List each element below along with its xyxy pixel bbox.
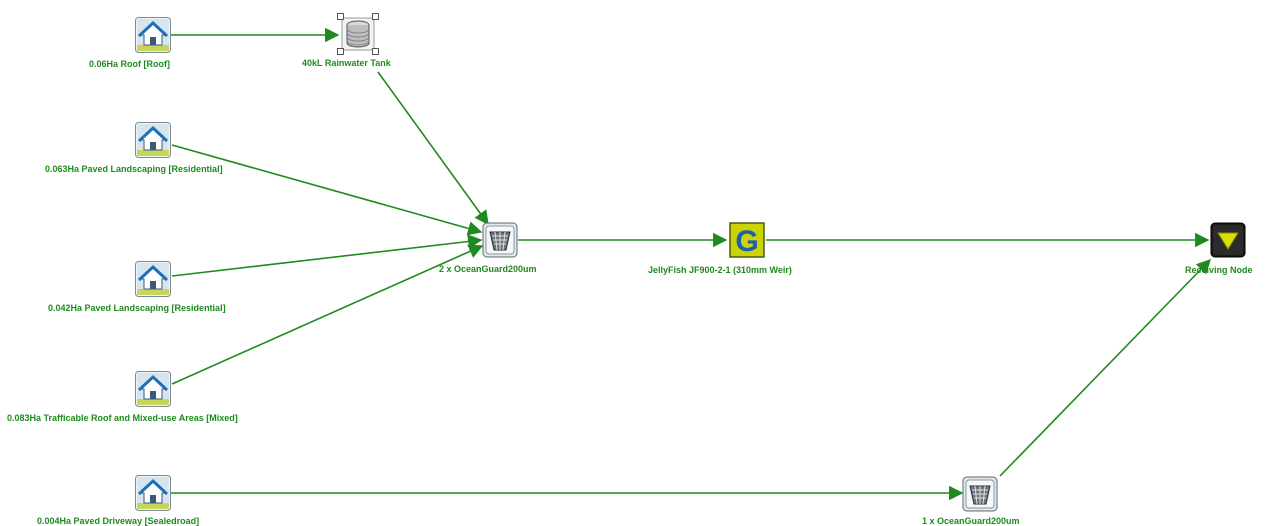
- node-oceanguard-1x[interactable]: 1 x OceanGuard200um: [922, 476, 1020, 526]
- rainwater-tank-icon[interactable]: [340, 16, 376, 52]
- generic-treatment-glyph: G: [735, 225, 758, 258]
- node-label-paved-driveway: 0.004Ha Paved Driveway [Sealedroad]: [37, 516, 200, 526]
- selection-handle-top-left[interactable]: [337, 13, 344, 20]
- node-label-receiving: Receiving Node: [1185, 265, 1253, 275]
- house-catchment-icon[interactable]: [135, 122, 171, 158]
- node-label-roof: 0.06Ha Roof [Roof]: [89, 59, 170, 69]
- node-receiving[interactable]: Receiving Node: [1185, 222, 1253, 275]
- house-catchment-icon[interactable]: [135, 475, 171, 511]
- oceanguard-pit-icon[interactable]: [962, 476, 998, 512]
- node-oceanguard-2x[interactable]: 2 x OceanGuard200um: [439, 222, 537, 274]
- node-label-jellyfish: JellyFish JF900-2-1 (310mm Weir): [648, 265, 792, 275]
- house-catchment-icon[interactable]: [135, 261, 171, 297]
- selection-handle-bottom-right[interactable]: [372, 48, 379, 55]
- node-trafficable-roof[interactable]: 0.083Ha Trafficable Roof and Mixed-use A…: [7, 371, 238, 423]
- link-paved2-to-oceanguard[interactable]: [171, 234, 483, 277]
- oceanguard-pit-icon[interactable]: [482, 222, 518, 258]
- node-paved-landscaping-1[interactable]: 0.063Ha Paved Landscaping [Residential]: [45, 122, 223, 174]
- link-oceanguard1-to-receiving[interactable]: [999, 258, 1212, 477]
- receiving-node-icon[interactable]: [1210, 222, 1246, 258]
- node-roof[interactable]: 0.06Ha Roof [Roof]: [89, 17, 171, 69]
- link-tank-to-oceanguard[interactable]: [377, 71, 489, 226]
- node-label-oceanguard-2x: 2 x OceanGuard200um: [439, 264, 537, 274]
- selection-handle-bottom-left[interactable]: [337, 48, 344, 55]
- node-paved-landscaping-2[interactable]: 0.042Ha Paved Landscaping [Residential]: [48, 261, 226, 313]
- node-label-oceanguard-1x: 1 x OceanGuard200um: [922, 516, 1020, 526]
- node-label-paved-landscaping-2: 0.042Ha Paved Landscaping [Residential]: [48, 303, 226, 313]
- node-label-paved-landscaping-1: 0.063Ha Paved Landscaping [Residential]: [45, 164, 223, 174]
- node-label-rainwater-tank: 40kL Rainwater Tank: [302, 58, 391, 68]
- house-catchment-icon[interactable]: [135, 371, 171, 407]
- node-label-trafficable-roof: 0.083Ha Trafficable Roof and Mixed-use A…: [7, 413, 238, 423]
- node-paved-driveway[interactable]: 0.004Ha Paved Driveway [Sealedroad]: [37, 475, 199, 526]
- node-rainwater-tank[interactable]: 40kL Rainwater Tank: [302, 13, 391, 68]
- selection-handle-top-right[interactable]: [372, 13, 379, 20]
- generic-treatment-icon[interactable]: G: [729, 222, 765, 258]
- node-jellyfish[interactable]: G JellyFish JF900-2-1 (310mm Weir): [648, 222, 792, 275]
- house-catchment-icon[interactable]: [135, 17, 171, 53]
- link-trafficable-to-oceanguard[interactable]: [171, 244, 484, 385]
- link-paved1-to-oceanguard[interactable]: [171, 144, 483, 236]
